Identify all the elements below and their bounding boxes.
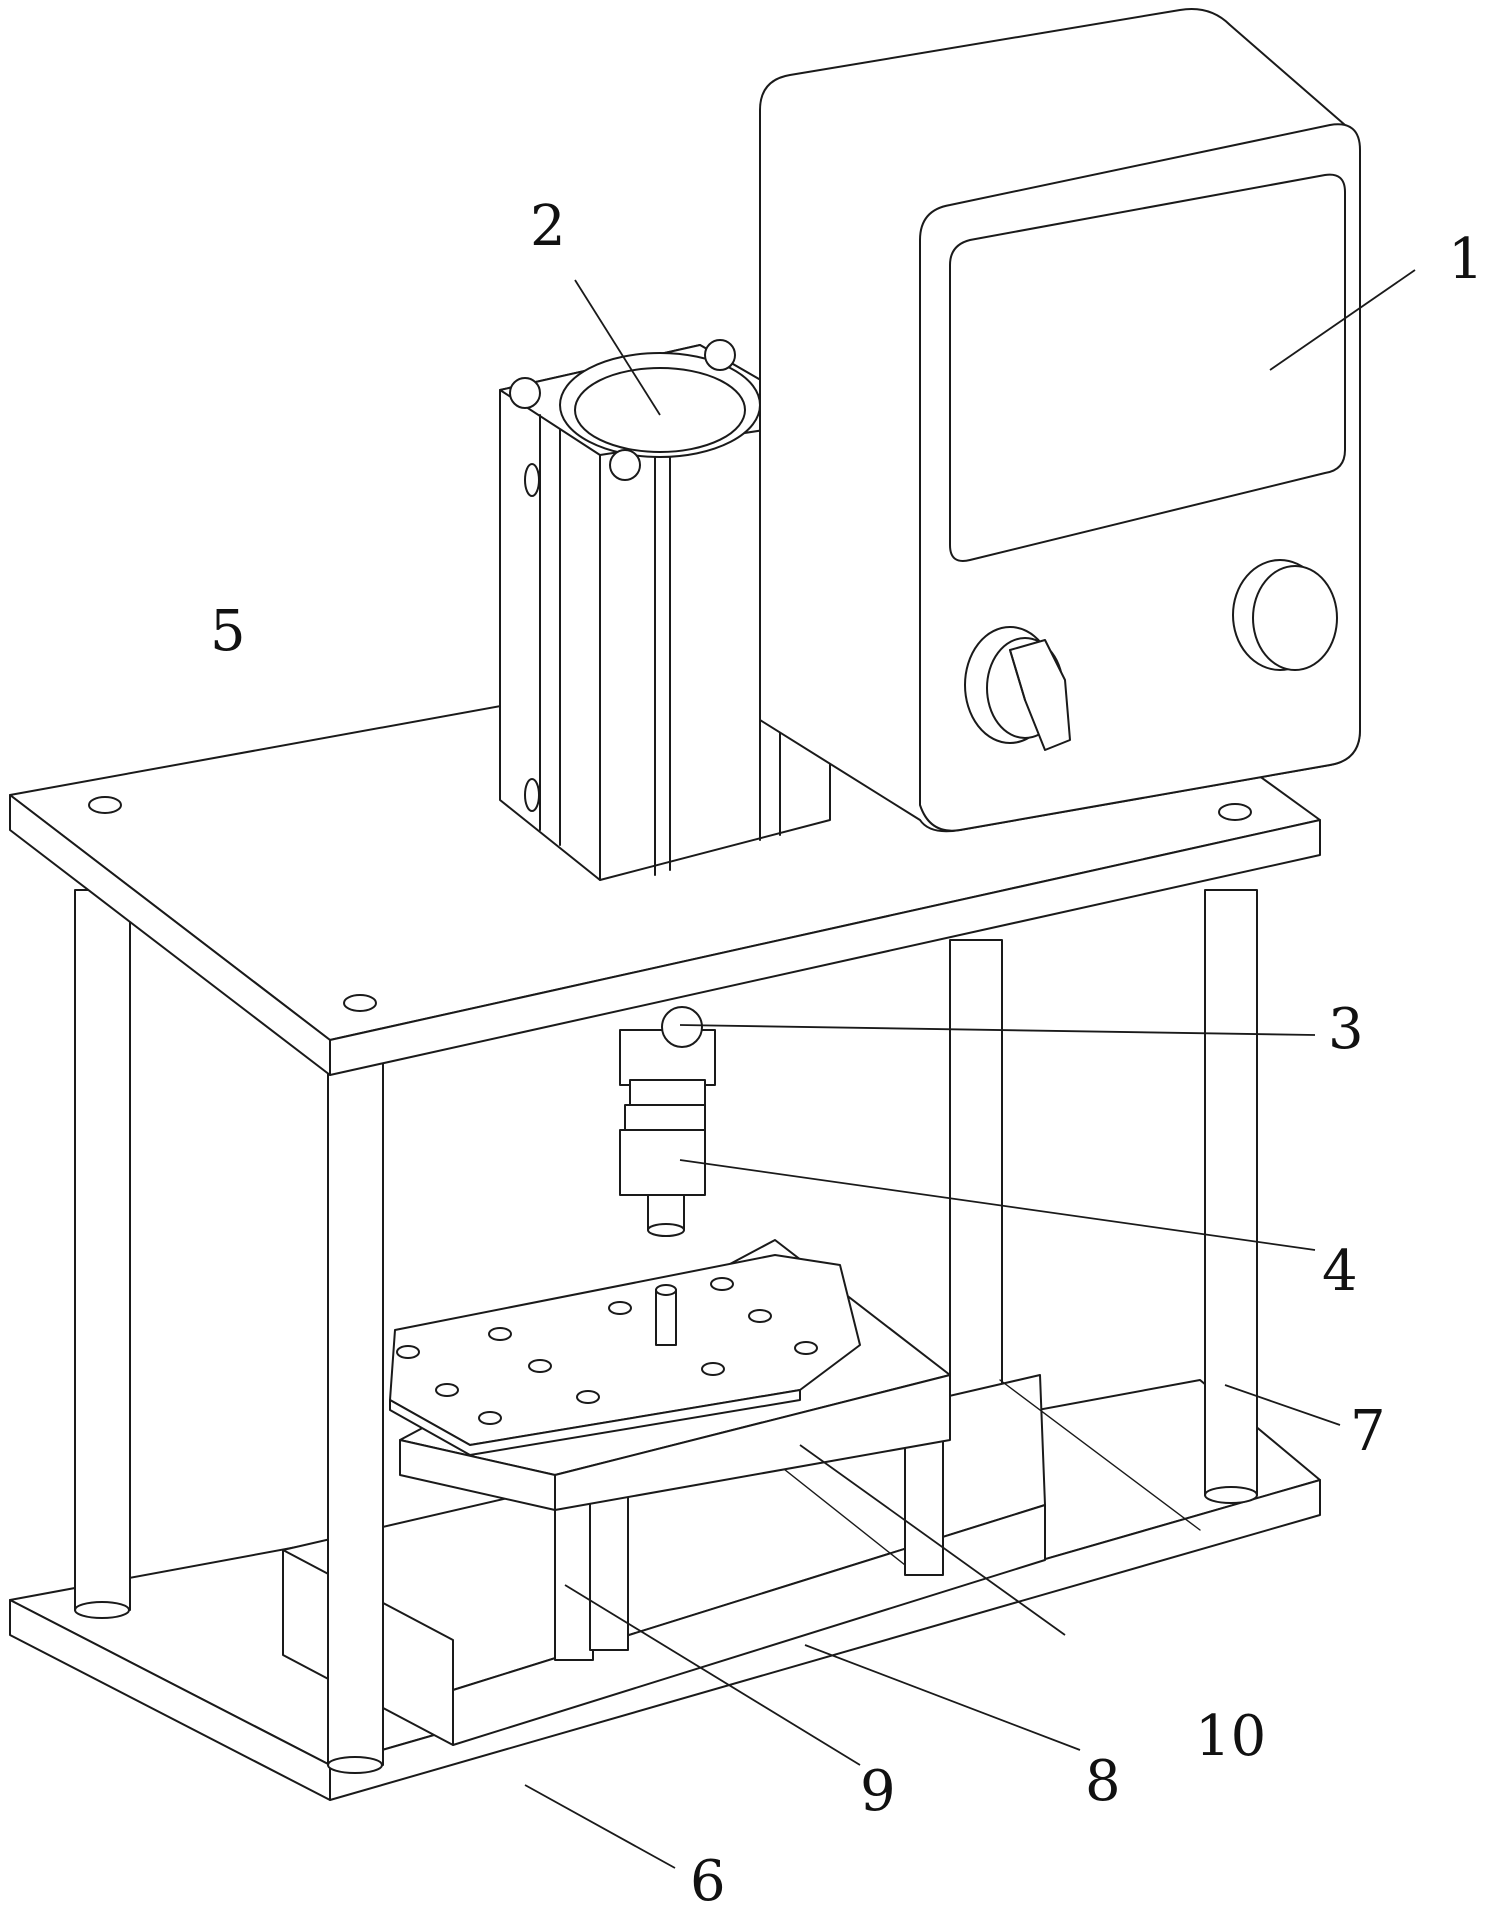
leader-2 <box>574 279 661 416</box>
part-labels: 1 2 3 4 5 6 7 8 9 10 <box>210 194 1484 1911</box>
label-5: 5 <box>210 599 246 664</box>
leader-10 <box>799 1444 1066 1636</box>
leader-7 <box>1224 1384 1341 1426</box>
leader-lines <box>524 269 1416 1869</box>
air-cylinder <box>499 339 831 881</box>
leader-1 <box>1269 269 1416 371</box>
label-4: 4 <box>1322 1239 1358 1304</box>
label-3: 3 <box>1328 997 1364 1062</box>
label-9: 9 <box>860 1759 896 1824</box>
leader-3 <box>679 1024 1316 1036</box>
front-columns <box>327 889 1258 1774</box>
label-8: 8 <box>1085 1749 1121 1814</box>
label-1: 1 <box>1448 227 1484 292</box>
label-6: 6 <box>690 1849 726 1911</box>
leader-6 <box>524 1784 676 1869</box>
label-2: 2 <box>530 194 566 259</box>
leader-8 <box>804 1644 1081 1751</box>
leader-4 <box>679 1159 1316 1251</box>
control-box <box>759 8 1361 833</box>
press-rod <box>619 1006 716 1237</box>
rear-columns <box>74 889 1003 1619</box>
leader-9 <box>564 1584 861 1766</box>
label-10: 10 <box>1195 1704 1266 1769</box>
fixture-plate <box>389 1254 861 1456</box>
label-7: 7 <box>1350 1399 1386 1464</box>
